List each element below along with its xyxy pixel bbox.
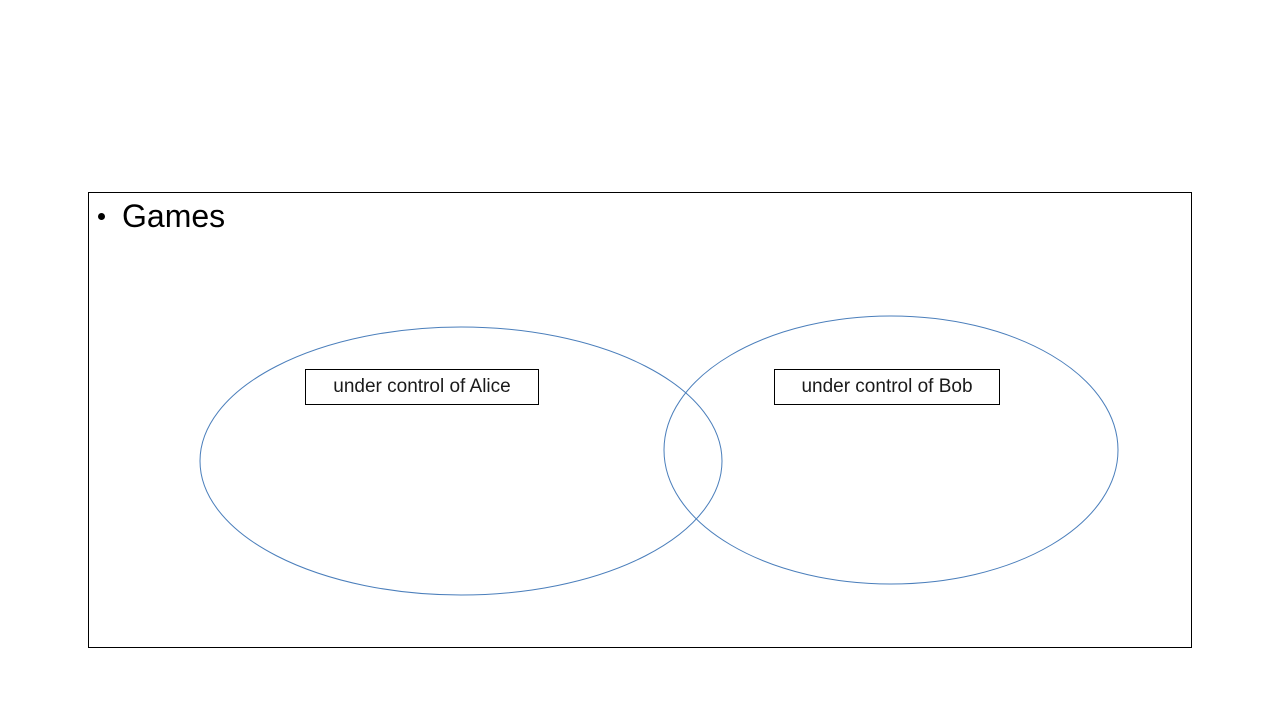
- alice-set-ellipse: [199, 326, 723, 596]
- bullet-item: Games: [98, 194, 225, 238]
- bullet-dot-icon: [98, 212, 105, 220]
- bob-label: under control of Bob: [774, 369, 1000, 405]
- bullet-text: Games: [122, 198, 226, 234]
- bob-set-ellipse: [663, 315, 1119, 585]
- alice-label: under control of Alice: [305, 369, 539, 405]
- content-frame: [88, 192, 1192, 648]
